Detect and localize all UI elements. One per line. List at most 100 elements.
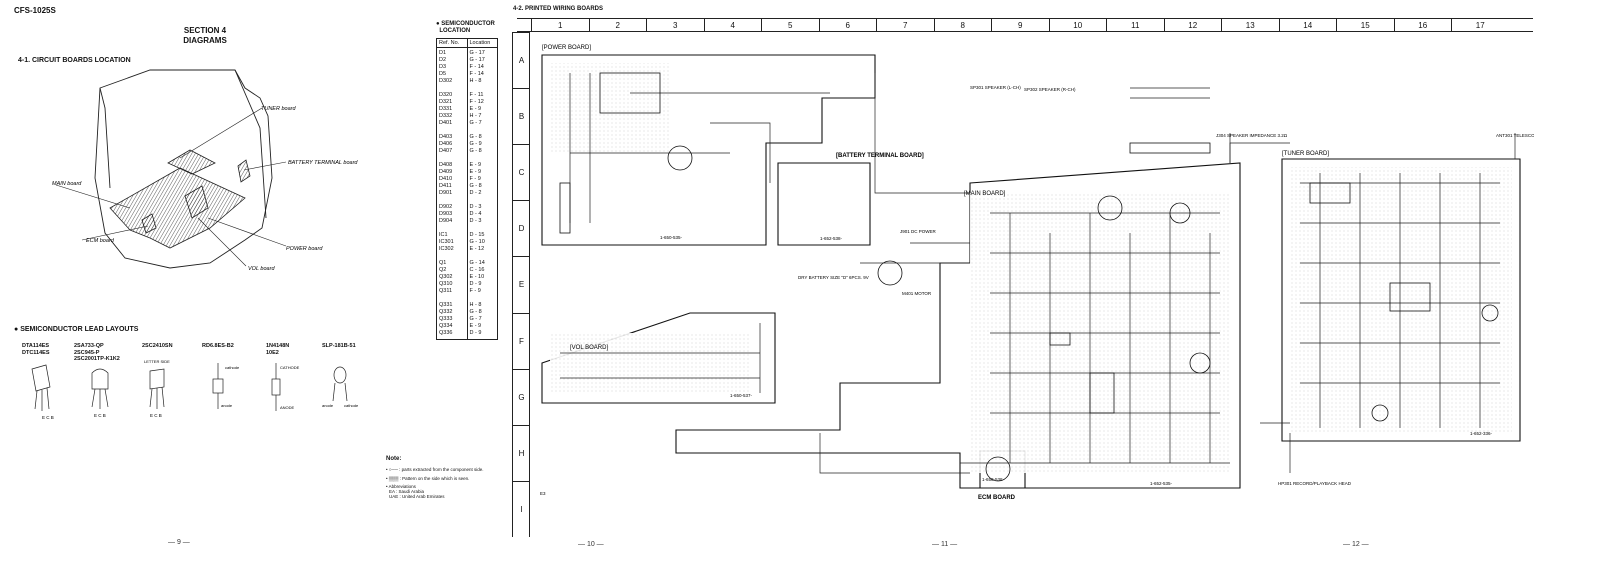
semi-ref-cell: D321 — [439, 99, 453, 105]
semi-loc-cell: G - 10 — [469, 239, 485, 245]
callout-motor: M401 MOTOR — [902, 291, 932, 296]
label-vol-board-pwb: [VOL BOARD] — [570, 345, 608, 351]
note-title: Note: — [386, 456, 402, 462]
semi-loc-cell: D - 2 — [469, 190, 482, 196]
pins-2: E C B — [94, 413, 106, 418]
anode-label-6: anode — [322, 403, 334, 408]
grid-column-label: 3 — [646, 19, 704, 32]
semi-ref-cell: Q331 — [439, 302, 453, 308]
semi-loc-cell: E - 9 — [469, 323, 482, 329]
semi-loc-cell: G - 8 — [469, 134, 482, 140]
grid-column-label: 12 — [1163, 19, 1222, 32]
semi-loc-cell: G - 8 — [469, 148, 482, 154]
note-line-4: EA : Saudi Arabia — [389, 489, 425, 495]
semi-ref-cell: D902 — [439, 204, 453, 210]
lead-part-3: 2SC2410SN — [142, 343, 173, 349]
label-main-board: MAIN board — [52, 181, 82, 187]
lead-part-6: SLP-181B-51 — [322, 343, 356, 349]
label-power-board: POWER board — [286, 246, 323, 252]
semi-loc-cell: G - 8 — [469, 183, 482, 189]
label-main-board-pwb: [MAIN BOARD] — [964, 191, 1006, 197]
semi-loc-cell: E - 10 — [469, 274, 485, 280]
grid-column-label: 4 — [703, 19, 762, 32]
semi-loc-cell: D - 9 — [469, 330, 482, 336]
callout-battery-spec: DRY BATTERY SIZE "D" 6PCS. 9V — [798, 275, 869, 280]
grid-column-label: 6 — [818, 19, 877, 32]
semi-ref-cell: D408 — [439, 162, 453, 168]
semi-loc-cell: H - 8 — [469, 302, 482, 308]
semi-ref-cell: D302 — [439, 78, 453, 84]
grid-row-label: C — [513, 144, 530, 200]
lead-layouts-heading: ● SEMICONDUCTOR LEAD LAYOUTS — [14, 326, 139, 333]
semi-table-header: Ref. No. Location — [437, 39, 497, 48]
semi-ref-cell: D407 — [439, 148, 453, 154]
semi-ref-cell: D904 — [439, 218, 453, 224]
pwb-heading: 4-2. PRINTED WIRING BOARDS — [513, 6, 604, 12]
semi-ref-cell: D1 — [439, 50, 447, 56]
semi-ref-cell: Q311 — [439, 288, 453, 294]
semi-ref-cell: D331 — [439, 106, 453, 112]
section-title: SECTION 4 DIAGRAMS — [160, 26, 250, 46]
semi-loc-cell: D - 9 — [469, 281, 482, 287]
semi-loc-cell: H - 7 — [469, 113, 482, 119]
semi-ref-cell: Q336 — [439, 330, 453, 336]
ref-main: 1-652-535- — [1150, 481, 1173, 486]
ref-tuner: 1-652-336- — [1470, 431, 1493, 436]
grid-column-label: 9 — [991, 19, 1049, 32]
semi-ref-cell: D5 — [439, 71, 447, 77]
label-ecm-board: ECM board — [86, 238, 115, 244]
label-ecm-board-pwb: ECM BOARD — [978, 495, 1016, 501]
cathode-label-4: cathode — [225, 365, 240, 370]
section-subtitle: DIAGRAMS — [183, 36, 227, 45]
note-line-1: • ○── : parts extracted from the compone… — [386, 466, 484, 472]
semi-ref-cell: Q310 — [439, 281, 453, 287]
note-line-2: • ▒▒▒ : Pattern on the side which is see… — [386, 475, 470, 481]
letter-side-label: LETTER SIDE — [144, 359, 170, 364]
semi-loc-cell: F - 14 — [469, 71, 484, 77]
semi-ref-cell: IC301 — [439, 239, 454, 245]
lead-part-4: RD6.8ES-B2 — [202, 343, 234, 349]
section-number: SECTION 4 — [183, 26, 227, 35]
callout-speaker-r: SP302 SPEAKER (R-CH) — [1024, 87, 1076, 92]
callout-antenna: ANT301 TELESCOPIC ANTENNA — [1496, 133, 1534, 138]
semi-ref-cell: D411 — [439, 183, 452, 189]
grid-row-label: G — [513, 368, 530, 425]
semi-loc-cell: E - 12 — [469, 246, 485, 252]
semi-loc-cell: G - 9 — [469, 141, 482, 147]
page-number-10: — 10 — — [578, 541, 604, 548]
cathode-label-6: cathode — [344, 403, 359, 408]
ref-power: 1-650-535- — [660, 235, 683, 240]
battery-board-outline — [777, 162, 871, 246]
semi-loc-cell: G - 7 — [469, 316, 482, 322]
semi-loc-cell: G - 14 — [469, 260, 485, 266]
grid-row-label: B — [513, 88, 530, 144]
semi-ref-cell: Q302 — [439, 274, 453, 280]
grid-row-label: H — [513, 424, 530, 481]
note-line-5: UAE : United Arab Emirates — [389, 494, 445, 500]
grid-column-label: 14 — [1278, 19, 1337, 32]
grid-column-label: 2 — [588, 19, 647, 32]
semi-ref-cell: IC1 — [439, 232, 448, 238]
grid-column-label: 11 — [1106, 19, 1164, 32]
grid-column-label: 16 — [1393, 19, 1452, 32]
semi-ref-cell: Q332 — [439, 309, 453, 315]
callout-record-playback: HP301 RECORD/PLAYBACK HEAD — [1278, 481, 1352, 486]
callout-jack: J304 SPEAKER IMPEDANCE 3.2Ω — [1216, 133, 1288, 138]
semi-ref-cell: D401 — [439, 120, 453, 126]
semi-loc-cell: D - 4 — [469, 211, 482, 217]
semi-ref-cell: Q2 — [439, 267, 447, 273]
vol-board-outline — [541, 312, 776, 404]
grid-column-label: 10 — [1048, 19, 1107, 32]
pins-1: E C B — [42, 415, 54, 420]
label-battery-board: BATTERY TERMINAL board — [288, 160, 358, 166]
semi-ref-cell: D406 — [439, 141, 453, 147]
grid-column-label: 8 — [933, 19, 992, 32]
callout-dc-power: J901 DC POWER — [900, 229, 937, 234]
